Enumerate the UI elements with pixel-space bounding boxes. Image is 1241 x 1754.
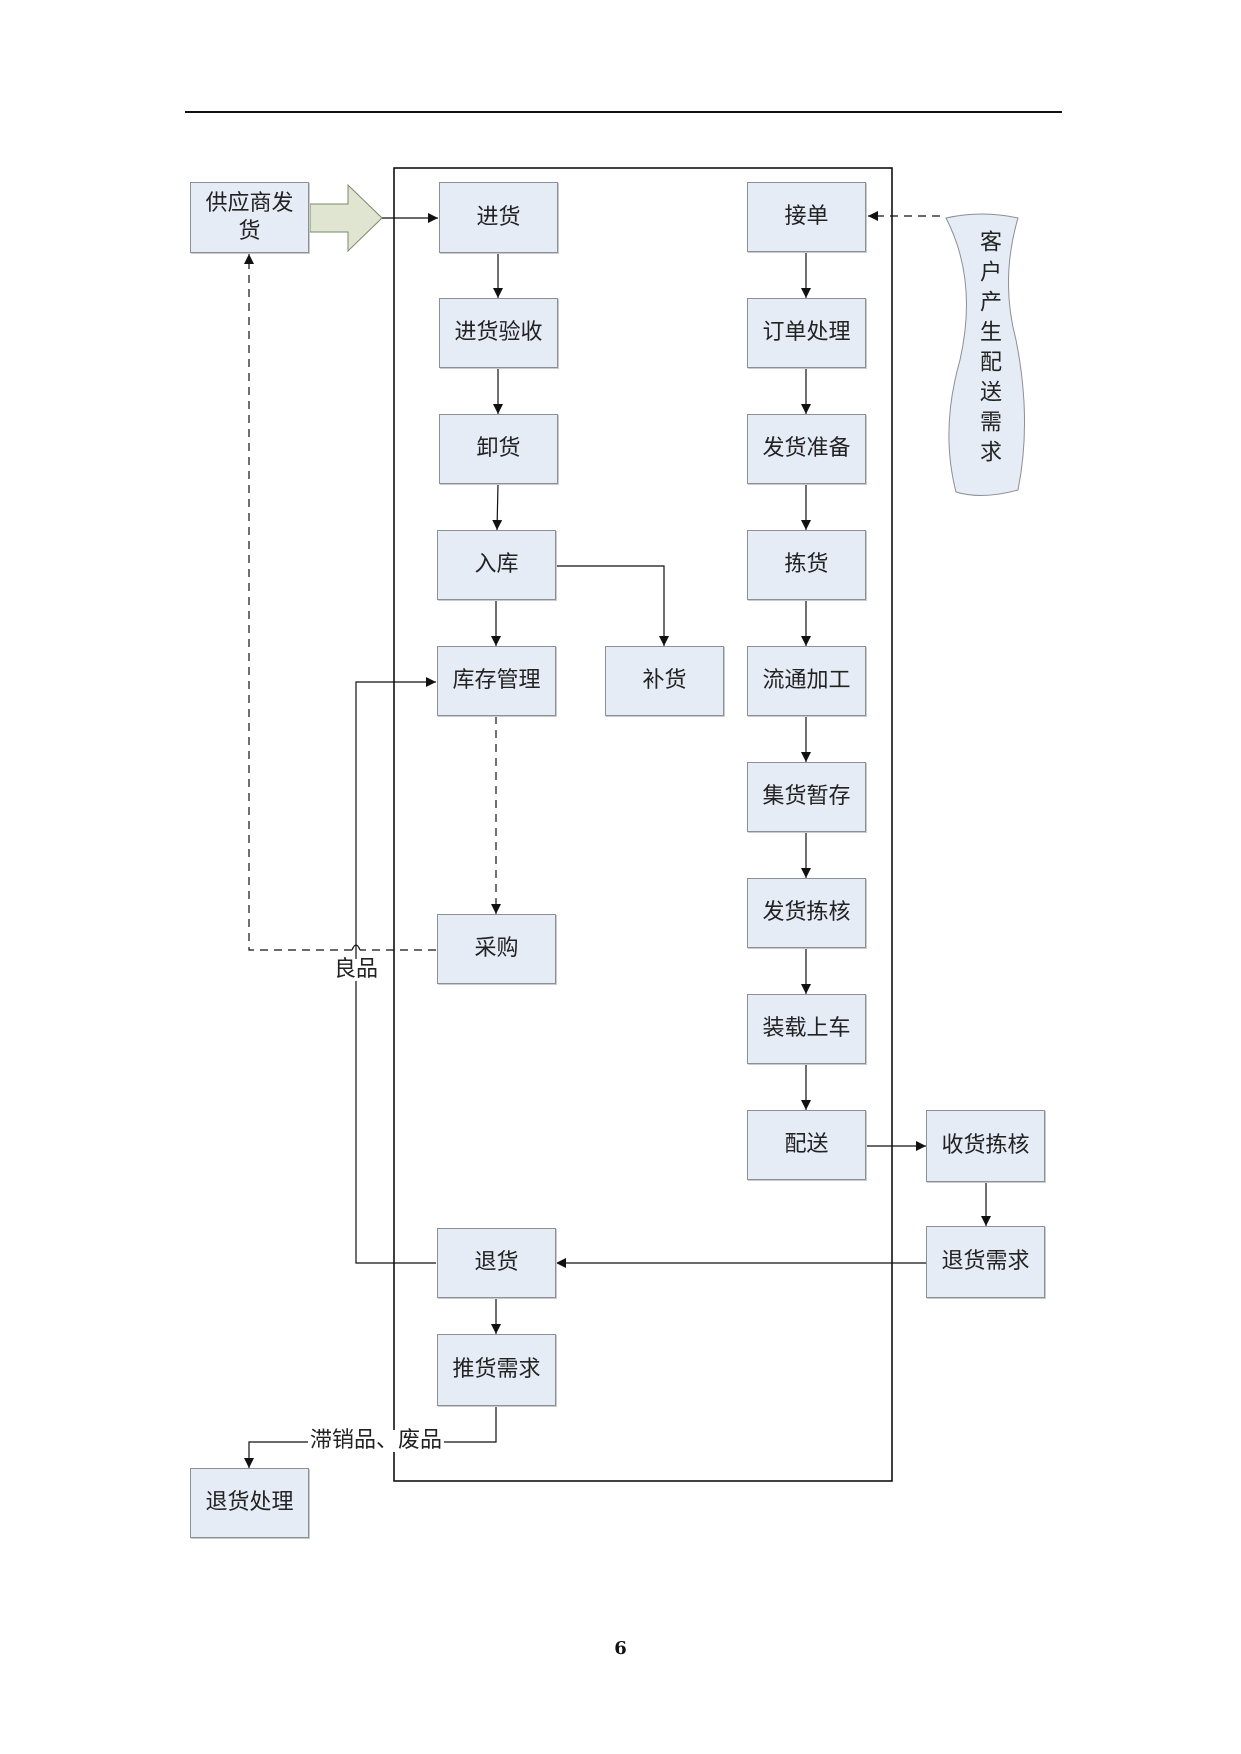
receiving-box: 进货 bbox=[439, 182, 558, 253]
page-number: 6 bbox=[614, 1638, 627, 1659]
picking-box: 拣货 bbox=[747, 530, 866, 600]
header-rule bbox=[185, 111, 1062, 113]
distribution-processing-box: 流通加工 bbox=[747, 646, 866, 716]
staging-box: 集货暂存 bbox=[747, 762, 866, 832]
loading-box: 装载上车 bbox=[747, 994, 866, 1064]
slow-waste-label: 滞销品、废品 bbox=[308, 1428, 445, 1453]
receipt-check-box: 收货拣核 bbox=[926, 1110, 1045, 1182]
order-processing-box: 订单处理 bbox=[747, 298, 866, 368]
return-demand-box: 退货需求 bbox=[926, 1226, 1045, 1298]
customer-demand-banner bbox=[945, 213, 1026, 496]
inventory-management-box: 库存管理 bbox=[437, 646, 556, 716]
delivery-box: 配送 bbox=[747, 1110, 866, 1180]
supplier-big-arrow bbox=[309, 183, 383, 253]
main-frame bbox=[393, 167, 893, 1482]
replenishment-box: 补货 bbox=[605, 646, 724, 716]
customer-demand-text: 客户产生配送需求 bbox=[976, 230, 1001, 470]
supplier-shipment-box: 供应商发货 bbox=[190, 182, 309, 253]
return-handling-box: 退货处理 bbox=[190, 1468, 309, 1538]
warehousing-box: 入库 bbox=[437, 530, 556, 600]
unloading-box: 卸货 bbox=[439, 414, 558, 484]
returns-box: 退货 bbox=[437, 1228, 556, 1298]
purchasing-box: 采购 bbox=[437, 914, 556, 984]
shipping-check-box: 发货拣核 bbox=[747, 878, 866, 948]
shipping-preparation-box: 发货准备 bbox=[747, 414, 866, 484]
push-demand-box: 推货需求 bbox=[437, 1334, 556, 1406]
order-receipt-box: 接单 bbox=[747, 182, 866, 252]
receiving-inspection-box: 进货验收 bbox=[439, 298, 558, 368]
good-goods-label: 良品 bbox=[334, 957, 379, 982]
